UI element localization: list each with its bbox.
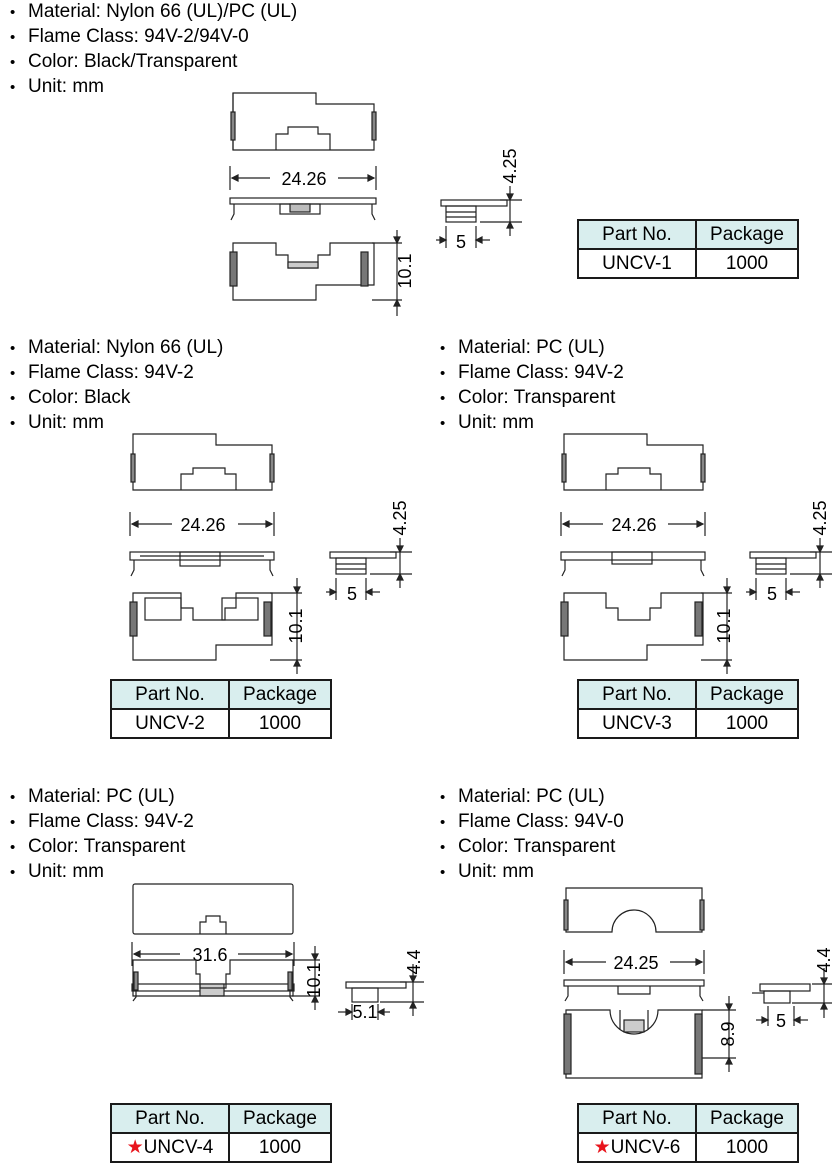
spec-flame-class: Flame Class: 94V-0 — [436, 810, 624, 835]
dim-width: 10.1 — [395, 253, 415, 288]
red-star-icon: ★ — [126, 1137, 144, 1158]
spec-color: Color: Transparent — [436, 835, 624, 860]
part-number: UNCV-2 — [110, 708, 230, 739]
technical-drawing-uncv-4-bottom: 10.1 — [132, 946, 324, 1010]
dim-depth: 5 — [776, 1011, 786, 1031]
spec-color: Color: Transparent — [6, 835, 194, 860]
spec-color: Color: Black/Transparent — [6, 50, 297, 75]
header-package: Package — [228, 679, 332, 710]
technical-drawing-uncv-2: 24.26 10.1 4.25 5 — [129, 433, 412, 674]
dim-width: 10.1 — [714, 608, 734, 643]
part-number: UNCV-1 — [577, 248, 697, 279]
header-part-no: Part No. — [577, 679, 697, 710]
header-part-no: Part No. — [110, 679, 230, 710]
package-qty: 1000 — [695, 708, 799, 739]
spec-list: Material: PC (UL) Flame Class: 94V-2 Col… — [436, 336, 624, 436]
part-number: UNCV-3 — [577, 708, 697, 739]
spec-unit: Unit: mm — [6, 75, 297, 100]
package-qty: 1000 — [228, 1132, 332, 1163]
header-part-no: Part No. — [577, 1103, 697, 1134]
part-table-uncv-2: Part No. Package UNCV-2 1000 — [110, 679, 332, 739]
red-star-icon: ★ — [593, 1137, 611, 1158]
dim-depth: 5.1 — [352, 1002, 377, 1022]
spec-list: Material: PC (UL) Flame Class: 94V-0 Col… — [436, 785, 624, 885]
package-qty: 1000 — [695, 1132, 799, 1163]
spec-flame-class: Flame Class: 94V-2/94V-0 — [6, 25, 297, 50]
dim-height: 4.4 — [404, 949, 424, 974]
header-package: Package — [695, 679, 799, 710]
dim-width: 10.1 — [286, 608, 306, 643]
part-table-uncv-3: Part No. Package UNCV-3 1000 — [577, 679, 799, 739]
spec-material: Material: Nylon 66 (UL)/PC (UL) — [6, 0, 297, 25]
spec-unit: Unit: mm — [436, 860, 624, 885]
part-table-uncv-4: Part No. Package ★UNCV-4 1000 — [110, 1103, 332, 1163]
dim-height: 4.25 — [500, 148, 520, 183]
spec-material: Material: PC (UL) — [436, 785, 624, 810]
dim-height: 4.25 — [390, 500, 410, 535]
dim-width: 10.1 — [304, 962, 324, 997]
header-part-no: Part No. — [110, 1103, 230, 1134]
spec-unit: Unit: mm — [436, 411, 624, 436]
part-number: ★UNCV-4 — [110, 1132, 230, 1163]
technical-drawing-uncv-6: 24.25 8.9 4.4 5 — [563, 887, 834, 1079]
dim-depth: 5 — [767, 584, 777, 604]
dim-width: 8.9 — [718, 1021, 738, 1046]
spec-material: Material: PC (UL) — [6, 785, 194, 810]
technical-drawing-uncv-1: 24.26 10.1 4.25 5 — [229, 92, 522, 316]
dim-length: 24.26 — [281, 169, 326, 189]
spec-unit: Unit: mm — [6, 411, 223, 436]
spec-color: Color: Black — [6, 386, 223, 411]
spec-list: Material: Nylon 66 (UL)/PC (UL) Flame Cl… — [6, 0, 297, 100]
dim-length: 24.26 — [180, 515, 225, 535]
spec-material: Material: Nylon 66 (UL) — [6, 336, 223, 361]
header-package: Package — [695, 219, 799, 250]
dim-length: 24.26 — [611, 515, 656, 535]
dim-length: 24.25 — [613, 953, 658, 973]
technical-drawing-uncv-4-side: 4.4 5.1 — [338, 949, 424, 1022]
spec-list: Material: Nylon 66 (UL) Flame Class: 94V… — [6, 336, 223, 436]
dim-length: 31.6 — [192, 945, 227, 965]
header-part-no: Part No. — [577, 219, 697, 250]
spec-flame-class: Flame Class: 94V-2 — [6, 810, 194, 835]
spec-flame-class: Flame Class: 94V-2 — [6, 361, 223, 386]
package-qty: 1000 — [695, 248, 799, 279]
dim-depth: 5 — [456, 232, 466, 252]
spec-list: Material: PC (UL) Flame Class: 94V-2 Col… — [6, 785, 194, 885]
dim-height: 4.25 — [810, 500, 830, 535]
header-package: Package — [228, 1103, 332, 1134]
header-package: Package — [695, 1103, 799, 1134]
technical-drawing-uncv-3: 24.26 10.1 4.25 5 — [560, 433, 832, 674]
part-table-uncv-1: Part No. Package UNCV-1 1000 — [577, 219, 799, 279]
dim-depth: 5 — [347, 584, 357, 604]
part-number: ★UNCV-6 — [577, 1132, 697, 1163]
part-table-uncv-6: Part No. Package ★UNCV-6 1000 — [577, 1103, 799, 1163]
spec-flame-class: Flame Class: 94V-2 — [436, 361, 624, 386]
spec-color: Color: Transparent — [436, 386, 624, 411]
spec-unit: Unit: mm — [6, 860, 194, 885]
spec-material: Material: PC (UL) — [436, 336, 624, 361]
dim-height: 4.4 — [814, 947, 834, 972]
package-qty: 1000 — [228, 708, 332, 739]
technical-drawing-uncv-4: 31.6 — [131, 883, 295, 1002]
